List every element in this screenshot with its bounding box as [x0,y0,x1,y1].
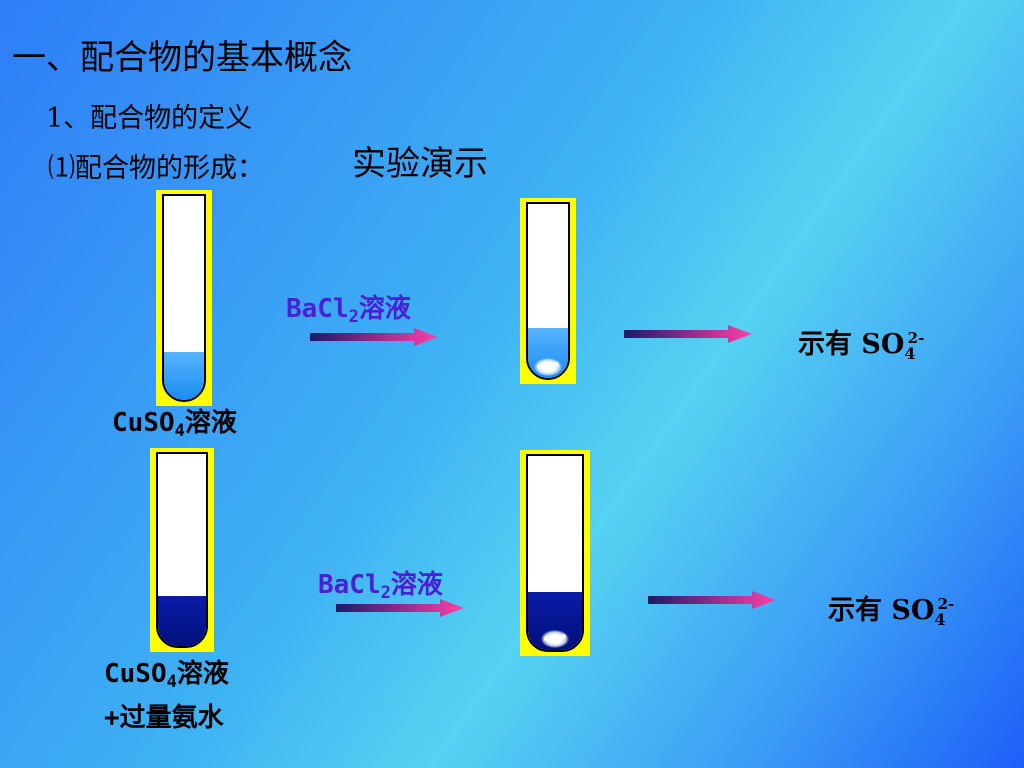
light-blue-solution [164,352,204,400]
result-arrow-1 [624,325,752,343]
reaction-arrow-2 [336,599,464,617]
tube-glass [526,454,584,652]
label-sub: 4 [166,672,177,692]
reagent-sub: 2 [348,307,359,327]
white-precipitate [534,358,562,376]
result-text-2: 示有 SO42- [828,588,954,629]
reagent-sub: 2 [380,583,391,603]
reagent-label-2: BaCl2溶液 [318,564,443,603]
result-prefix: 示有 SO [828,595,935,626]
result-sup: 2- [907,329,925,347]
section-subtitle: 1、配合物的定义 [46,103,253,134]
test-tube-cuso4 [156,190,212,406]
tube-label-cuso4: CuSO4溶液 [112,402,237,441]
label-suffix: 溶液 [176,659,229,689]
result-sub: 4 [934,610,946,629]
slide-title: 一、配合物的基本概念 [12,38,352,78]
test-tube-precipitate-1 [520,198,576,384]
formation-heading: ⑴配合物的形成： [48,153,264,184]
result-text-1: 示有 SO42- [798,322,924,363]
reagent-suffix: 溶液 [390,570,443,600]
label-sub: 4 [174,421,185,441]
tube-glass [526,202,570,380]
reagent-main: BaCl [286,294,349,324]
reagent-suffix: 溶液 [358,294,411,324]
tube-label-cuso4-ammonia: CuSO4溶液 +过量氨水 [104,656,229,736]
tube-glass [156,452,208,648]
label-suffix: 溶液 [184,408,237,438]
result-prefix: 示有 SO [798,329,905,360]
demo-heading: 实验演示 [352,144,488,184]
test-tube-precipitate-2 [520,450,590,656]
label-line-1: CuSO4溶液 [104,656,229,700]
white-precipitate [541,630,569,648]
reaction-arrow-1 [310,328,438,346]
tube-glass [162,194,206,402]
reagent-main: BaCl [318,570,381,600]
label-main: CuSO [112,408,175,438]
result-arrow-2 [648,591,776,609]
result-sup: 2- [937,595,955,613]
reagent-label-1: BaCl2溶液 [286,288,411,327]
label-line-2: +过量氨水 [104,703,224,733]
label-main: CuSO [104,659,167,689]
dark-blue-solution [158,596,206,646]
result-sub: 4 [904,344,916,363]
test-tube-cuso4-ammonia [150,448,214,652]
